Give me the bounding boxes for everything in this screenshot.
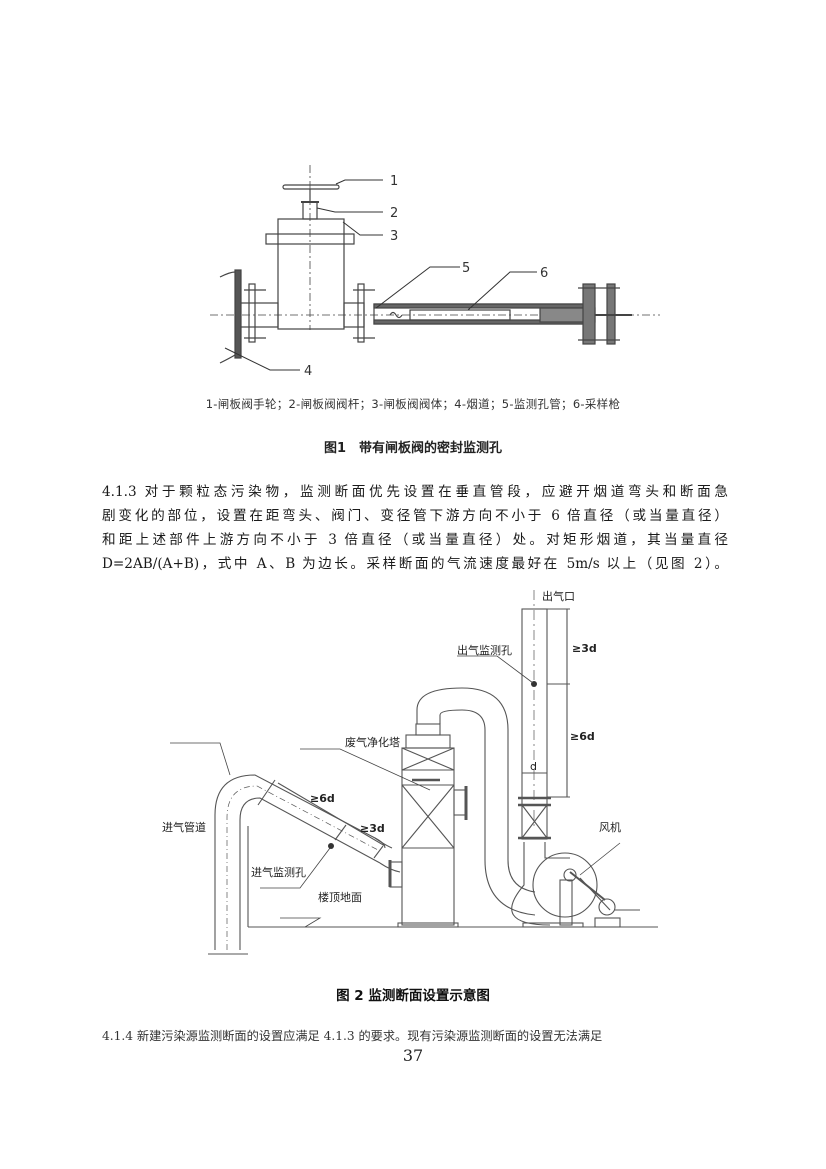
flue-wall	[234, 269, 242, 359]
paragraph-line: D=2AB/(A+B)，式中 A、B 为边长。采样断面的气流速度最好在 5m/s…	[102, 556, 728, 572]
paragraph-4-1-3: 4.1.3 对于颗粒态污染物，监测断面优先设置在垂直管段，应避开烟道弯头和断面急…	[102, 480, 728, 576]
page-number: 37	[402, 1046, 424, 1065]
label-outlet: 出气口	[542, 589, 575, 603]
fig1-label-3: 3	[390, 229, 398, 244]
valve-body	[277, 218, 345, 330]
fig1-label-5: 5	[462, 261, 470, 276]
label-roof-floor: 楼顶地面	[318, 890, 362, 904]
sampling-gun	[409, 309, 511, 321]
paragraph-4-1-4: 4.1.4 新建污染源监测断面的设置应满足 4.1.3 的要求。现有污染源监测断…	[102, 1029, 603, 1043]
figure-1-legend: 1-闸板阀手轮；2-闸板阀阀杆；3-闸板阀阀体；4-烟道；5-监测孔管；6-采样…	[205, 397, 621, 411]
label-fan: 风机	[599, 820, 621, 834]
fig1-label-1: 1	[390, 174, 398, 189]
label-ge3d-diagonal: ≥3d	[360, 822, 385, 835]
label-outlet-monitoring-hole: 出气监测孔	[457, 643, 512, 657]
label-ge3d-top: ≥3d	[572, 642, 597, 655]
scrubber-tower	[401, 747, 455, 926]
label-inlet-monitoring-hole: 进气监测孔	[251, 865, 306, 879]
figure-2-caption: 图 2 监测断面设置示意图	[336, 988, 490, 1004]
label-inlet-pipe: 进气管道	[162, 820, 206, 834]
fig1-label-4: 4	[304, 364, 312, 379]
label-d: d	[530, 760, 537, 773]
fan	[532, 852, 598, 918]
figure-1-diagram: 1 2 3 4 5 6	[210, 165, 660, 379]
figure-2-diagram: 出气口 出气监测孔 ≥3d ≥6d 废气净化塔 d ≥6d ≥3d 进气管道 风…	[162, 589, 658, 955]
label-ge6d-right: ≥6d	[570, 730, 595, 743]
inlet-monitoring-hole	[328, 843, 334, 849]
label-ge6d-diagonal: ≥6d	[310, 792, 335, 805]
paragraph-line: 和距上述部件上游方向不小于 3 倍直径（或当量直径）处。对矩形烟道，其当量直径	[102, 532, 728, 548]
paragraph-line: 剧变化的部位，设置在距弯头、阀门、变径管下游方向不小于 6 倍直径（或当量直径）	[102, 508, 728, 524]
handwheel	[282, 184, 340, 190]
paragraph-line: 4.1.3 对于颗粒态污染物，监测断面优先设置在垂直管段，应避开烟道弯头和断面急	[102, 484, 728, 500]
fig1-label-6: 6	[540, 266, 548, 281]
label-scrubber-tower: 废气净化塔	[345, 735, 400, 749]
fig1-label-2: 2	[390, 206, 398, 221]
figure-1-caption: 图1 带有闸板阀的密封监测孔	[323, 441, 503, 456]
